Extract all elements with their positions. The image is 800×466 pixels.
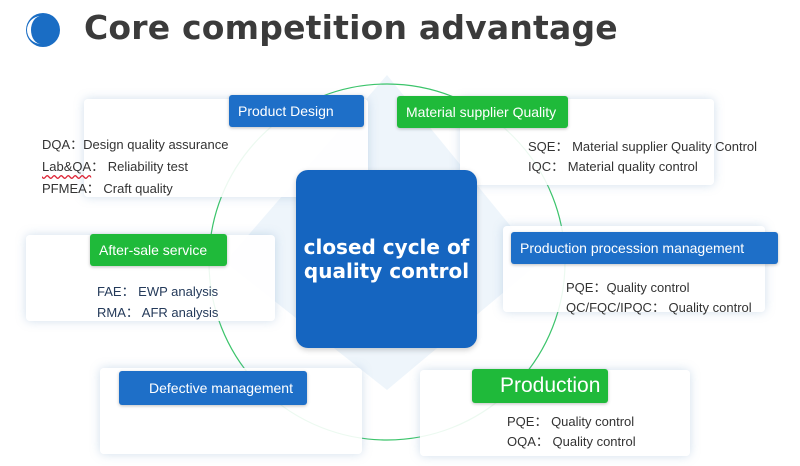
material-supplier-item: SQE： Material supplier Quality Control [528, 139, 758, 154]
tag-material-supplier: Material supplier Quality [397, 96, 568, 128]
production-procession-item: PQE：Quality control [566, 280, 690, 295]
product-design-item: DQA：Design quality assurance [42, 137, 229, 152]
tag-defective: Defective management [119, 371, 307, 405]
tag-product-design: Product Design [229, 95, 364, 127]
product-design-item: PFMEA： Craft quality [42, 181, 173, 196]
center-box: closed cycle of quality control [296, 170, 477, 348]
production-item: OQA： Quality control [507, 434, 636, 449]
after-sale-item: RMA： AFR analysis [97, 305, 219, 320]
tag-production: Production [472, 369, 608, 403]
tag-after-sale: After-sale service [90, 234, 227, 266]
production-procession-item: QC/FQC/IPQC： Quality control [566, 300, 752, 315]
center-line-1: closed cycle of [303, 235, 470, 259]
tag-production-procession: Production procession management [511, 232, 778, 264]
center-line-2: quality control [303, 259, 470, 283]
logo-icon [26, 13, 60, 47]
after-sale-item: FAE： EWP analysis [97, 284, 219, 299]
production-item: PQE： Quality control [507, 414, 635, 429]
page-title: Core competition advantage [84, 8, 618, 47]
product-design-item: Lab&QA： Reliability test [42, 159, 188, 174]
material-supplier-item: IQC： Material quality control [528, 159, 698, 174]
